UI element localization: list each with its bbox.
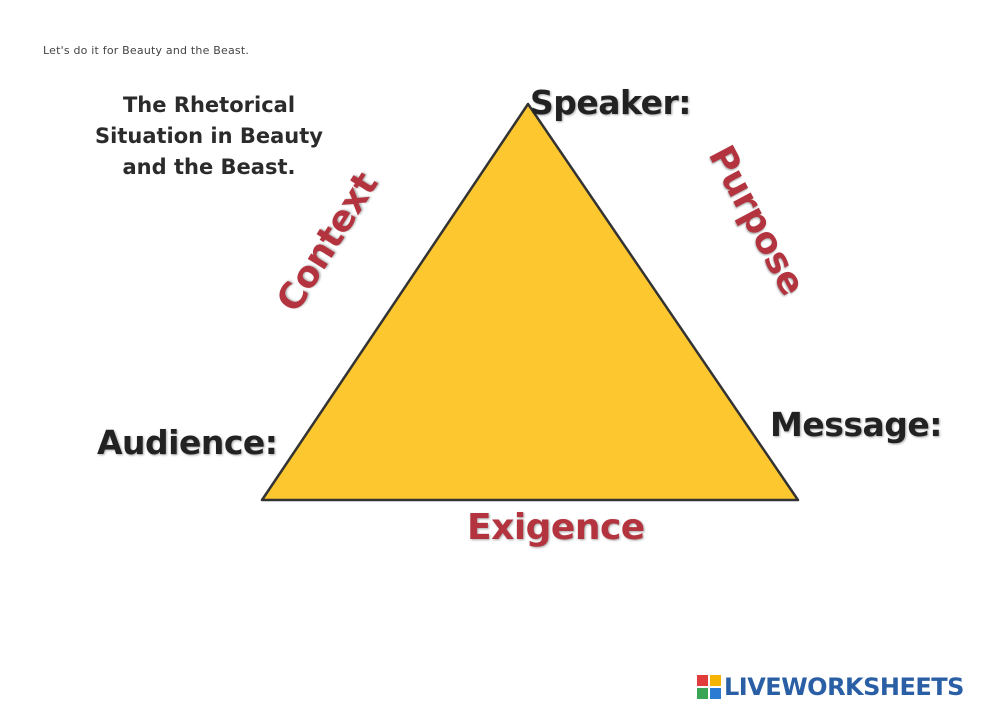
liveworksheets-logo-icon <box>697 675 721 699</box>
rhetorical-triangle <box>260 102 800 502</box>
diagram-title: The Rhetorical Situation in Beauty and t… <box>95 93 323 179</box>
vertex-label-speaker: Speaker: <box>530 83 691 122</box>
vertex-label-message: Message: <box>770 405 942 444</box>
liveworksheets-logo-text: LIVEWORKSHEETS <box>724 673 964 701</box>
liveworksheets-logo: LIVEWORKSHEETS <box>697 672 964 702</box>
vertex-label-audience: Audience: <box>97 423 278 462</box>
instruction-text: Let's do it for Beauty and the Beast. <box>43 44 250 57</box>
side-label-exigence: Exigence <box>467 507 645 548</box>
